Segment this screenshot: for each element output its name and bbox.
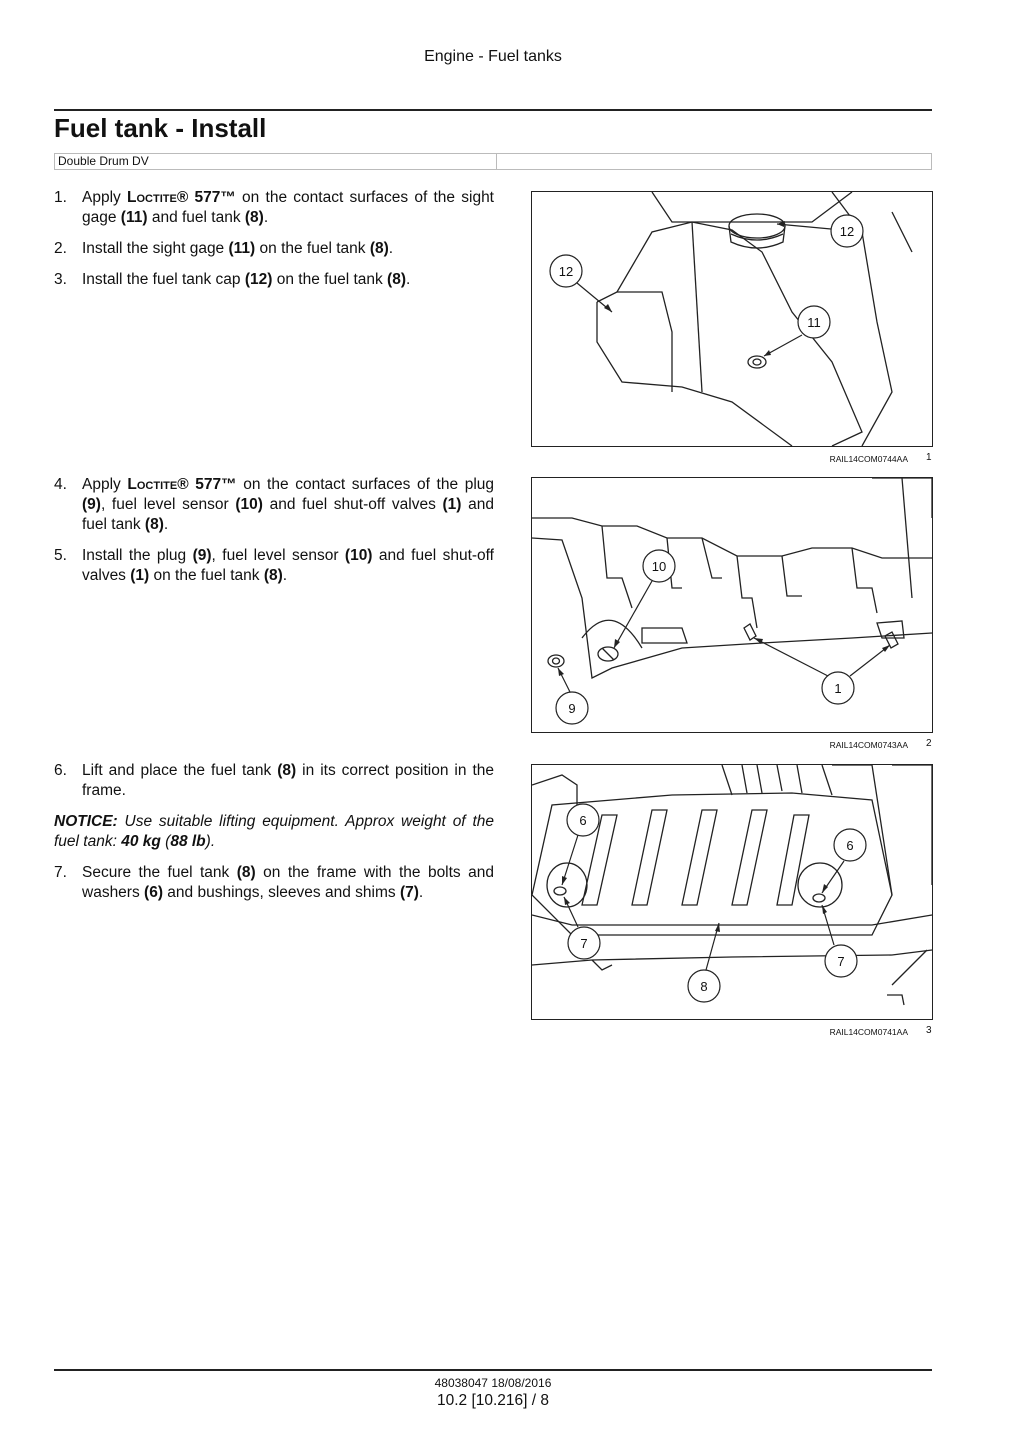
callout-label: 8 [700,979,707,994]
callout-label: 7 [837,954,844,969]
footer-page-number: 10.2 [10.216] / 8 [436,1392,550,1409]
figure-1-fuel-tank-cap: 12 12 11 [531,191,933,447]
figure-2-number: 2 [926,738,932,749]
footer-doc-info: 48038047 18/08/2016 [434,1376,552,1390]
header-rule [54,109,932,111]
figure-3-number: 3 [926,1025,932,1036]
footer-rule [54,1369,932,1371]
notice-text: NOTICE: Use suitable lifting equipment. … [54,813,494,850]
figure-3-code: RAIL14COM0741AA [829,1027,908,1037]
figure-1-code: RAIL14COM0744AA [829,454,908,464]
callout-label: 6 [846,838,853,853]
product-name: Loctite® 577™ [127,476,237,493]
steps-group-3: 6. Lift and place the fuel tank (8) in i… [54,761,494,914]
section-title: Fuel tank - Install [54,113,267,143]
figure-2-fuel-level-sensor: 10 9 1 [531,477,933,733]
figure-2-code: RAIL14COM0743AA [829,740,908,750]
step-item: 5. Install the plug (9), fuel level sens… [54,547,494,584]
callout-label: 6 [579,813,586,828]
callout-label: 12 [559,264,573,279]
step-item: 3. Install the fuel tank cap (12) on the… [54,271,411,288]
figure-1-number: 1 [926,452,932,463]
model-name: Double Drum DV [55,154,497,169]
model-row-empty-cell [497,154,931,169]
callout-label: 1 [834,681,841,696]
figure-3-fuel-tank-frame: 6 6 7 7 8 [531,764,933,1020]
callout-label: 11 [807,315,821,330]
steps-group-2: 4. Apply Loctite® 577™ on the contact su… [54,475,494,597]
callout-label: 10 [652,559,666,574]
step-item: 4. Apply Loctite® 577™ on the contact su… [54,476,495,533]
step-item: 7. Secure the fuel tank (8) on the frame… [54,864,494,901]
notice-label: NOTICE: [54,813,118,830]
step-item: 1. Apply Loctite® 577™ on the contact su… [54,189,494,226]
callout-label: 9 [568,701,575,716]
callout-label: 12 [840,224,854,239]
step-item: 2. Install the sight gage (11) on the fu… [54,240,394,257]
model-applicability-row: Double Drum DV [54,153,932,170]
page-header-title: Engine - Fuel tanks [424,48,562,65]
steps-group-1: 1. Apply Loctite® 577™ on the contact su… [54,188,494,301]
callout-label: 7 [580,936,587,951]
product-name: Loctite® 577™ [127,189,236,206]
step-item: 6. Lift and place the fuel tank (8) in i… [54,762,494,799]
